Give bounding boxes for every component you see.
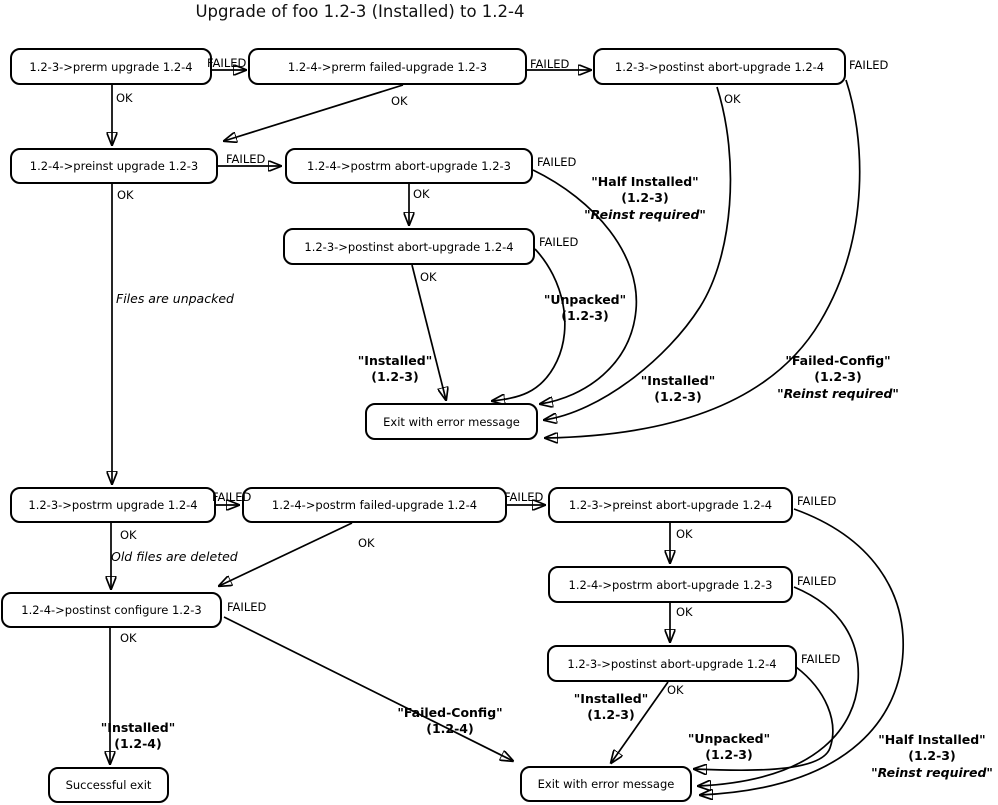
- note-files-unpacked: Files are unpacked: [116, 291, 234, 306]
- page-title: Upgrade of foo 1.2-3 (Installed) to 1.2-…: [195, 2, 525, 21]
- node-postinst-configure: 1.2-4->postinst configure 1.2-3: [1, 592, 222, 628]
- state-label-installed-mid-left: "Installed" (1.2-3): [357, 353, 433, 385]
- state-label-failed-config-top: "Failed-Config" (1.2-3) "Reinst required…: [777, 353, 899, 401]
- node-postinst-abort-upgrade-top: 1.2-3->postinst abort-upgrade 1.2-4: [593, 48, 846, 85]
- node-exit-error-mid: Exit with error message: [365, 403, 538, 440]
- edge-postinst-abort-mid-ok-to-exit-mid: [411, 264, 446, 400]
- state-label-unpacked-bottom: "Unpacked" (1.2-3): [687, 731, 771, 763]
- state-label-half-installed-bottom: "Half Installed" (1.2-3) "Reinst require…: [871, 732, 993, 780]
- node-postinst-abort-upgrade-bottom: 1.2-3->postinst abort-upgrade 1.2-4: [547, 645, 797, 682]
- state-label-failed-config-bottom: "Failed-Config" (1.2-4): [397, 705, 503, 737]
- edge-label-failed: FAILED: [207, 56, 247, 70]
- node-prerm-upgrade: 1.2-3->prerm upgrade 1.2-4: [10, 48, 212, 85]
- edge-postinst-abort-bottom-ok-to-exit-bottom: [611, 681, 669, 763]
- node-prerm-failed-upgrade: 1.2-4->prerm failed-upgrade 1.2-3: [248, 48, 527, 85]
- node-preinst-abort-upgrade: 1.2-3->preinst abort-upgrade 1.2-4: [548, 487, 793, 523]
- edge-postinst-configure-failed-to-exit-bottom: [223, 616, 513, 761]
- edge-label-ok: OK: [120, 631, 137, 645]
- edge-label-failed: FAILED: [537, 155, 577, 169]
- edge-label-failed: FAILED: [227, 600, 267, 614]
- edge-label-ok: OK: [724, 92, 741, 106]
- edge-postinst-abort-top-ok-to-exit-mid: [544, 86, 732, 420]
- edge-prerm-failed-to-preinst-upgrade: [224, 84, 404, 141]
- edge-label-failed: FAILED: [212, 490, 252, 504]
- node-successful-exit: Successful exit: [48, 767, 169, 803]
- edge-label-failed: FAILED: [539, 235, 579, 249]
- node-postrm-upgrade: 1.2-3->postrm upgrade 1.2-4: [10, 487, 216, 523]
- edge-postinst-abort-top-failed-to-exit-mid: [545, 79, 861, 438]
- node-postrm-abort-upgrade-bottom: 1.2-4->postrm abort-upgrade 1.2-3: [548, 566, 793, 603]
- state-label-half-installed-top: "Half Installed" (1.2-3) "Reinst require…: [584, 174, 706, 222]
- edge-postrm-failed-to-postinst-configure: [219, 522, 353, 586]
- edge-label-ok: OK: [667, 683, 684, 697]
- node-postinst-abort-upgrade-mid: 1.2-3->postinst abort-upgrade 1.2-4: [283, 228, 535, 265]
- note-old-files-deleted: Old files are deleted: [111, 549, 238, 564]
- edge-postrm-abort-bottom-failed-to-exit-bottom: [698, 586, 860, 786]
- edge-label-ok: OK: [413, 187, 430, 201]
- edge-label-ok: OK: [391, 94, 408, 108]
- edge-preinst-abort-failed-to-exit-bottom: [700, 508, 904, 795]
- edge-label-failed: FAILED: [797, 574, 837, 588]
- state-label-installed-mid-right: "Installed" (1.2-3): [640, 373, 716, 405]
- edge-label-ok: OK: [120, 528, 137, 542]
- node-exit-error-bottom: Exit with error message: [520, 766, 692, 802]
- edge-postrm-abort-top-failed-to-exit-mid: [532, 169, 638, 404]
- edge-label-ok: OK: [676, 527, 693, 541]
- state-label-installed-bottom: "Installed" (1.2-3): [573, 691, 649, 723]
- edge-label-ok: OK: [117, 188, 134, 202]
- edge-label-ok: OK: [676, 605, 693, 619]
- edge-label-ok: OK: [116, 91, 133, 105]
- edge-label-failed: FAILED: [801, 652, 841, 666]
- edge-label-failed: FAILED: [504, 490, 544, 504]
- node-postrm-failed-upgrade: 1.2-4->postrm failed-upgrade 1.2-4: [242, 487, 507, 523]
- state-label-unpacked-top: "Unpacked" (1.2-3): [543, 292, 627, 324]
- edge-label-failed: FAILED: [226, 152, 266, 166]
- edge-label-ok: OK: [420, 270, 437, 284]
- edge-label-ok: OK: [358, 536, 375, 550]
- edge-label-failed: FAILED: [849, 58, 889, 72]
- node-preinst-upgrade: 1.2-4->preinst upgrade 1.2-3: [10, 148, 218, 184]
- edge-label-failed: FAILED: [797, 494, 837, 508]
- edge-postinst-abort-bottom-failed-to-exit-bottom: [694, 666, 834, 770]
- edge-postinst-abort-mid-failed-to-exit-mid: [492, 248, 566, 401]
- edge-label-failed: FAILED: [530, 57, 570, 71]
- state-label-installed-success: "Installed" (1.2-4): [100, 720, 176, 752]
- node-postrm-abort-upgrade-top: 1.2-4->postrm abort-upgrade 1.2-3: [285, 148, 533, 184]
